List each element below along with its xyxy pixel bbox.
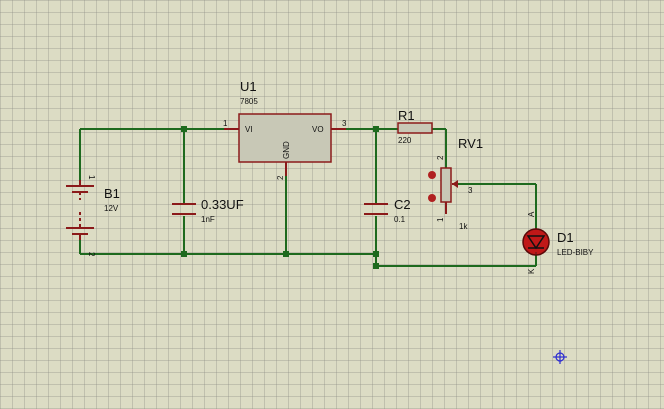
regulator-pin1-num: 1 [223, 119, 228, 128]
battery-ref: B1 [104, 186, 120, 201]
potentiometer-rv1[interactable]: RV1 1k 2 1 3 [428, 136, 483, 231]
cap1-sub: 1nF [201, 215, 215, 224]
capacitor-0-33uf[interactable]: 0.33UF 1nF [172, 197, 244, 224]
resistor-ref: R1 [398, 108, 415, 123]
regulator-ref: U1 [240, 79, 257, 94]
capacitor-c2[interactable]: C2 0.1 [364, 197, 411, 224]
led-value: LED-BIBY [557, 248, 594, 257]
battery-b1[interactable]: B1 12V 1 2 [66, 175, 120, 257]
pot-ref: RV1 [458, 136, 483, 151]
resistor-value: 220 [398, 136, 412, 145]
cap1-value: 0.33UF [201, 197, 244, 212]
led-d1[interactable]: D1 LED-BIBY A K [522, 211, 594, 274]
regulator-pin3-num: 3 [342, 119, 347, 128]
regulator-pin2-num: 2 [276, 175, 285, 180]
led-ref: D1 [557, 230, 574, 245]
wires [79, 128, 537, 267]
led-pin-a: A [527, 211, 536, 217]
pot-pin3-num: 3 [468, 186, 473, 195]
regulator-pin-vi: VI [245, 125, 253, 134]
cap2-ref: C2 [394, 197, 411, 212]
crosshair-icon [553, 350, 567, 364]
pot-pin1-num: 1 [436, 217, 445, 222]
led-pin-k: K [527, 268, 536, 274]
pot-value: 1k [459, 222, 468, 231]
pot-increment-button[interactable] [428, 171, 436, 179]
cap2-value: 0.1 [394, 215, 406, 224]
junctions [181, 126, 379, 269]
battery-pin2-num: 2 [87, 252, 96, 257]
regulator-7805[interactable]: U1 7805 VI VO GND 1 3 2 [223, 79, 347, 180]
battery-value: 12V [104, 204, 119, 213]
regulator-pin-gnd: GND [282, 141, 291, 159]
battery-pin1-num: 1 [87, 175, 96, 180]
pot-pin2-num: 2 [436, 155, 445, 160]
regulator-pin-vo: VO [312, 125, 324, 134]
resistor-r1[interactable]: R1 220 [397, 108, 433, 145]
pot-decrement-button[interactable] [428, 194, 436, 202]
regulator-value: 7805 [240, 97, 258, 106]
